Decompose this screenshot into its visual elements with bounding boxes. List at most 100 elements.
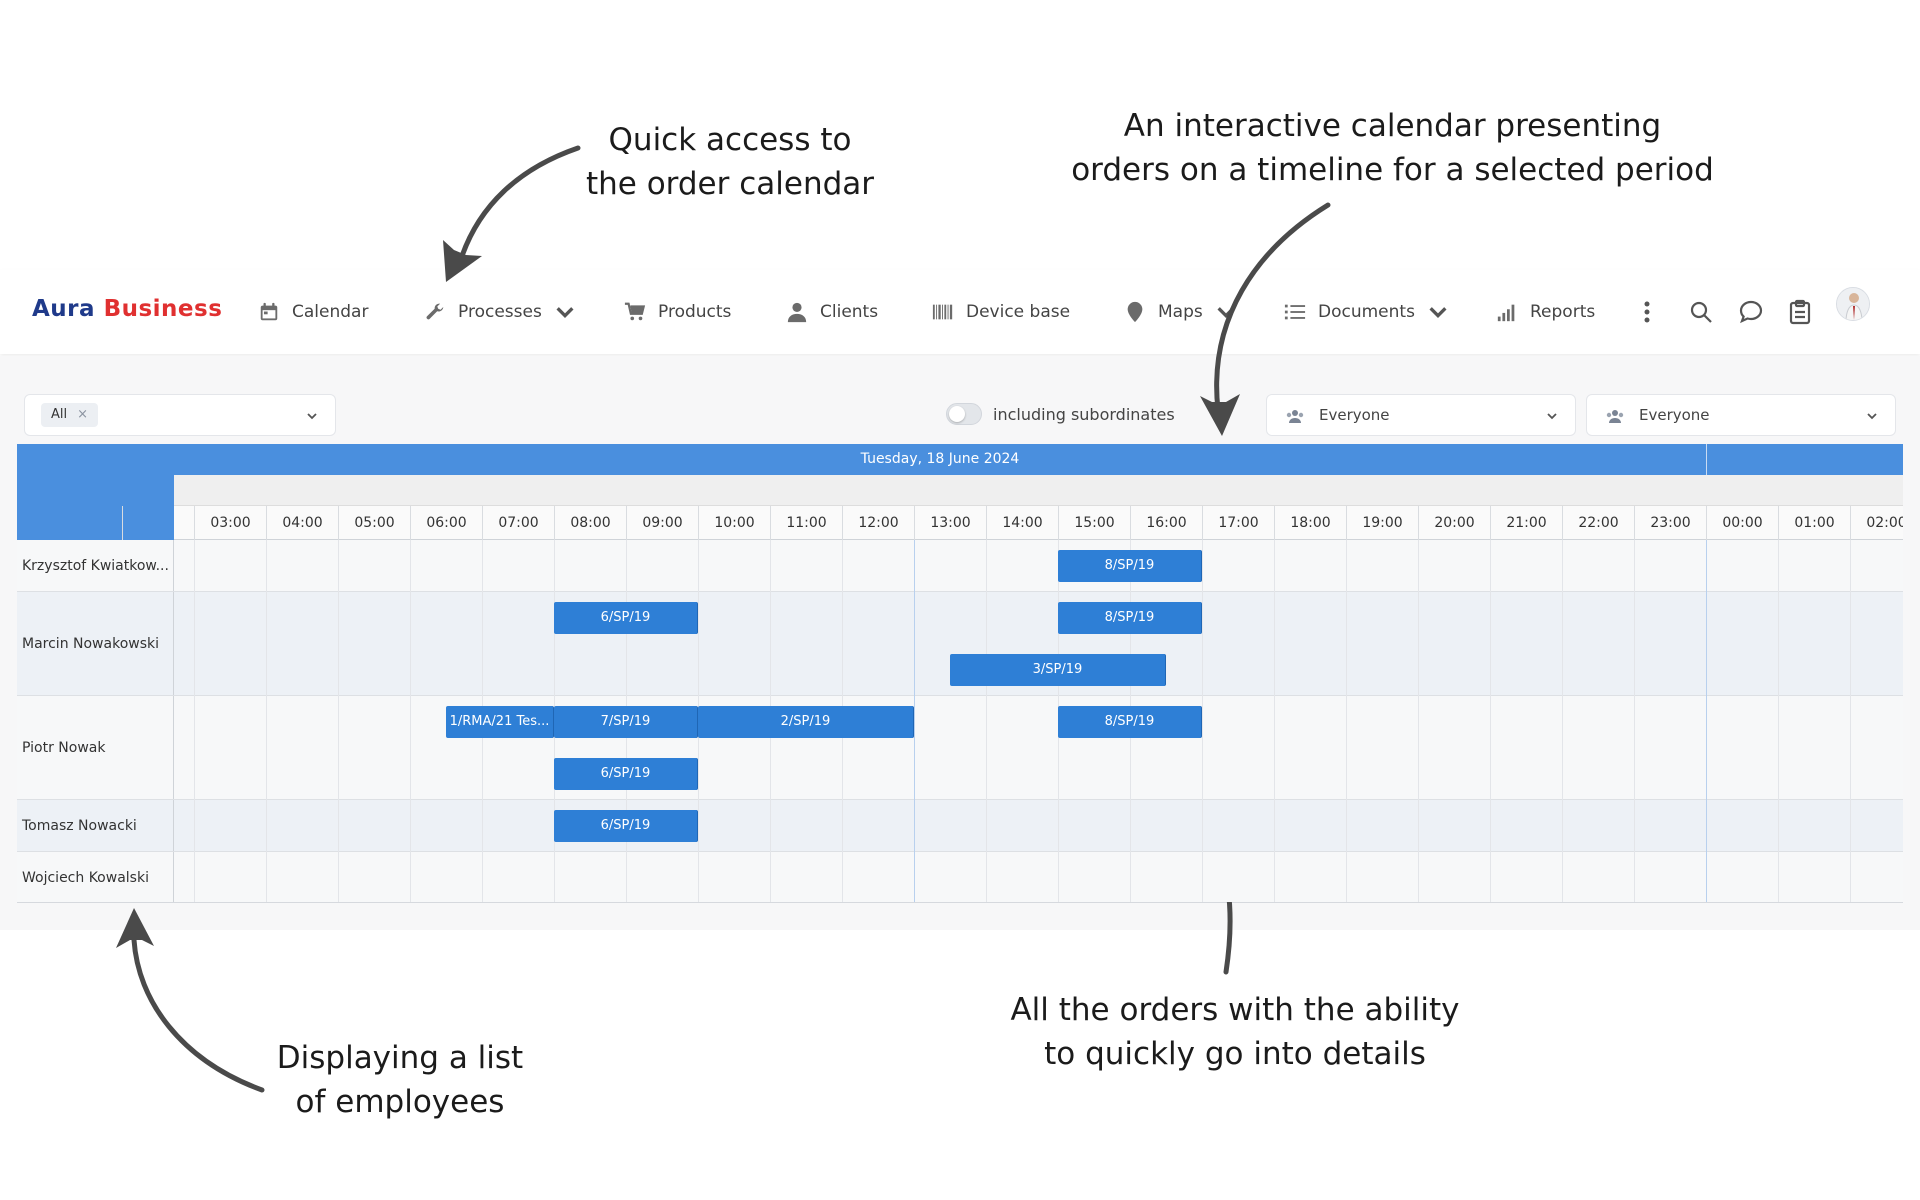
scheduler-hour-band: [174, 506, 1903, 540]
day-separator: [1706, 444, 1707, 475]
hour-label: 19:00: [1346, 506, 1418, 540]
cart-icon: [624, 302, 646, 321]
map-pin-icon: [1127, 301, 1143, 323]
hour-label: 12:00: [842, 506, 914, 540]
grid-line: [1562, 540, 1563, 902]
nav-documents[interactable]: Documents: [1284, 294, 1449, 330]
more-menu-button[interactable]: [1634, 299, 1660, 325]
subordinates-toggle-label: including subordinates: [993, 405, 1175, 424]
nav-calendar[interactable]: Calendar: [258, 294, 368, 330]
people-filter-select-1[interactable]: Everyone: [1266, 394, 1576, 436]
employee-row: Wojciech Kowalski: [17, 852, 1903, 902]
scheduler-corner: [17, 444, 174, 540]
nav-clients-label: Clients: [820, 302, 879, 322]
employee-row: Tomasz Nowacki: [17, 800, 1903, 852]
top-navigation-bar: Aura Business Calendar Processes Product…: [0, 270, 1920, 354]
nav-products-label: Products: [658, 302, 732, 322]
annotation-line: of employees: [295, 1084, 505, 1120]
tasks-button[interactable]: [1787, 299, 1813, 325]
annotation-line: the order calendar: [585, 166, 875, 202]
status-filter-chip[interactable]: All ×: [41, 403, 99, 427]
chevron-down-icon: [1217, 307, 1235, 319]
hour-label: 15:00: [1058, 506, 1130, 540]
nav-documents-label: Documents: [1318, 302, 1415, 322]
grid-line: [1274, 540, 1275, 902]
search-button[interactable]: [1688, 299, 1714, 325]
avatar[interactable]: [1836, 287, 1870, 321]
order-event[interactable]: 6/SP/19: [554, 602, 698, 634]
people-filter-1-value: Everyone: [1319, 406, 1390, 424]
order-event[interactable]: 6/SP/19: [554, 758, 698, 790]
hour-label: 17:00: [1202, 506, 1274, 540]
grid-line: [1778, 540, 1779, 902]
nav-device-base[interactable]: Device base: [932, 294, 1070, 330]
nav-calendar-label: Calendar: [292, 302, 369, 322]
order-event[interactable]: 8/SP/19: [1058, 602, 1202, 634]
order-event[interactable]: 1/RMA/21 Tes...: [446, 706, 554, 738]
order-event[interactable]: 6/SP/19: [554, 810, 698, 842]
hour-label: 11:00: [770, 506, 842, 540]
list-icon: [1284, 304, 1306, 320]
employee-name[interactable]: Tomasz Nowacki: [17, 800, 174, 851]
nav-processes[interactable]: Processes: [424, 294, 576, 330]
people-filter-select-2[interactable]: Everyone: [1586, 394, 1896, 436]
status-chip-label: All: [51, 407, 68, 422]
nav-maps[interactable]: Maps: [1124, 294, 1237, 330]
order-event[interactable]: 7/SP/19: [554, 706, 698, 738]
employee-name[interactable]: Krzysztof Kwiatkow...: [17, 540, 174, 591]
grid-line: [1634, 540, 1635, 902]
order-event[interactable]: 3/SP/19: [950, 654, 1166, 686]
logo-word-business: Business: [103, 296, 223, 322]
employee-name[interactable]: Piotr Nowak: [17, 696, 174, 799]
status-filter-select[interactable]: All ×: [24, 394, 336, 436]
hour-label: 05:00: [338, 506, 410, 540]
grid-line: [1202, 540, 1203, 902]
nav-processes-label: Processes: [458, 302, 542, 322]
nav-clients[interactable]: Clients: [786, 294, 878, 330]
grid-line: [1706, 540, 1707, 902]
nav-device-base-label: Device base: [966, 302, 1071, 322]
wrench-icon: [426, 303, 444, 320]
annotation-interactive-calendar: An interactive calendar presenting order…: [1030, 104, 1755, 192]
hour-label: 02:00: [1850, 506, 1903, 540]
chevron-down-icon: [1429, 307, 1447, 319]
chip-close-icon[interactable]: ×: [77, 407, 89, 422]
hour-label-partial: [122, 506, 194, 540]
grid-line: [1850, 540, 1851, 902]
nav-reports[interactable]: Reports: [1496, 294, 1595, 330]
hour-label: 18:00: [1274, 506, 1346, 540]
annotation-line: All the orders with the ability: [1010, 992, 1460, 1028]
hour-label: 08:00: [554, 506, 626, 540]
avatar-person-icon: [1837, 288, 1869, 320]
subordinates-toggle[interactable]: [946, 403, 982, 425]
group-icon: [1286, 410, 1304, 423]
order-event[interactable]: 2/SP/19: [698, 706, 914, 738]
scheduler-sub-band: [174, 475, 1903, 506]
employee-name[interactable]: Marcin Nowakowski: [17, 592, 174, 695]
annotation-line: Quick access to: [608, 122, 852, 158]
logo-word-aura: Aura: [32, 296, 96, 322]
employee-name[interactable]: Wojciech Kowalski: [17, 852, 174, 902]
app-logo[interactable]: Aura Business: [32, 296, 222, 322]
annotation-quick-access: Quick access to the order calendar: [540, 118, 920, 206]
hour-label: 10:00: [698, 506, 770, 540]
chat-icon: [1739, 300, 1763, 324]
hour-label: 16:00: [1130, 506, 1202, 540]
employee-row: Piotr Nowak: [17, 696, 1903, 800]
search-icon: [1690, 301, 1712, 323]
order-event[interactable]: 8/SP/19: [1058, 706, 1202, 738]
hour-label: 14:00: [986, 506, 1058, 540]
group-icon: [1606, 410, 1624, 423]
chevron-down-icon: [1867, 413, 1877, 420]
annotation-line: to quickly go into details: [1044, 1036, 1426, 1072]
chat-button[interactable]: [1738, 299, 1764, 325]
people-filter-2-value: Everyone: [1639, 406, 1710, 424]
toggle-knob: [949, 406, 965, 422]
nav-products[interactable]: Products: [624, 294, 731, 330]
annotation-employee-list: Displaying a list of employees: [230, 1036, 570, 1124]
hour-label: 06:00: [410, 506, 482, 540]
hour-label: 13:00: [914, 506, 986, 540]
order-event[interactable]: 8/SP/19: [1058, 550, 1202, 582]
